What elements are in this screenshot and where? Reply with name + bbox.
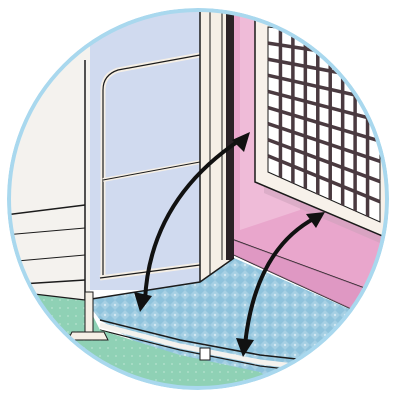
glass-door-panel (90, 0, 202, 290)
door-frame (200, 0, 234, 285)
